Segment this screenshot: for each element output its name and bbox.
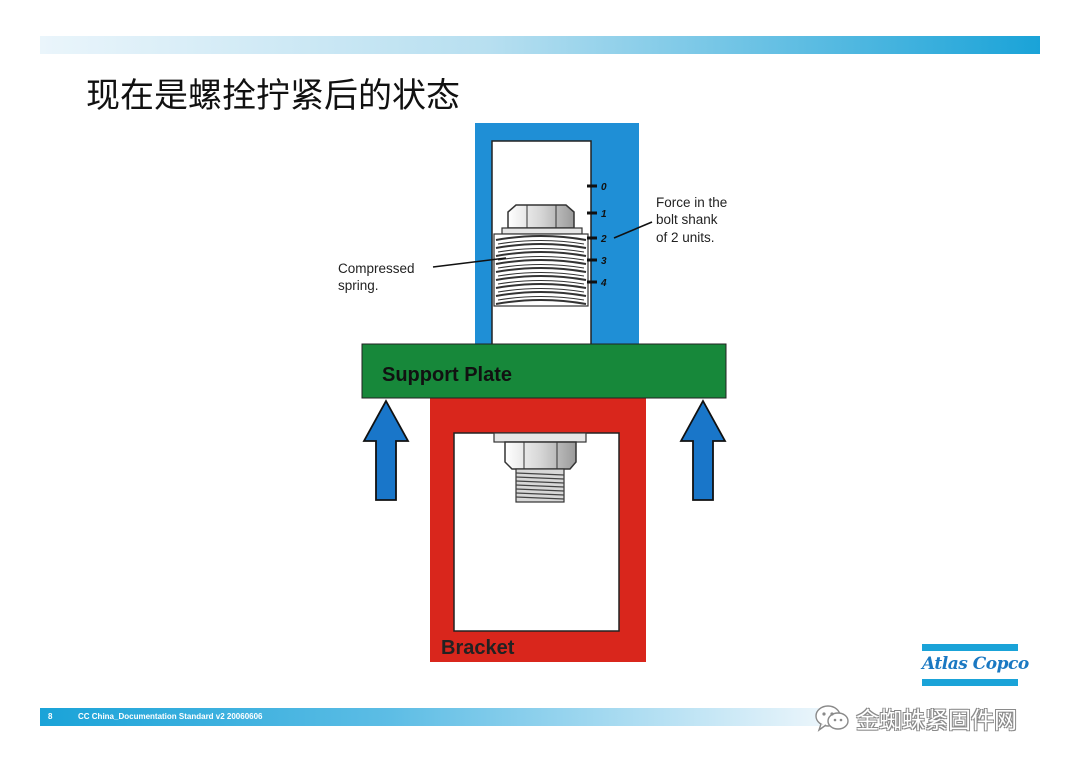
scale-mark-0: 0 [601, 182, 607, 193]
atlas-copco-logo: Atlas Copco [922, 644, 1029, 686]
force-label-line1: Force in the [656, 195, 727, 210]
scale-mark-4: 4 [600, 278, 607, 289]
support-plate-label: Support Plate [382, 364, 512, 386]
spring-callout-line [432, 257, 507, 268]
support-plate: Support Plate [361, 343, 727, 399]
watermark: 金蜘蛛紧固件网 [814, 702, 1017, 734]
bracket: Bracket [430, 388, 646, 662]
footer-text: CC China_Documentation Standard v2 20060… [78, 712, 263, 721]
scale-mark-2: 2 [600, 234, 607, 245]
right-upward-arrow [679, 399, 727, 501]
force-scale [587, 184, 597, 284]
spring-label-line2: spring. [338, 278, 379, 293]
force-label-line2: bolt shank [656, 212, 718, 227]
page-number: 8 [48, 712, 53, 721]
bolt-head [501, 204, 583, 235]
logo-text: Atlas Copco [922, 654, 1029, 674]
footer-gradient-bar [40, 708, 820, 726]
scale-mark-3: 3 [601, 256, 607, 267]
wechat-icon [815, 705, 849, 732]
logo-stripe-top [922, 644, 1018, 651]
logo-stripe-bottom [922, 679, 1018, 686]
force-label-line3: of 2 units. [656, 230, 715, 245]
bracket-label: Bracket [441, 637, 515, 659]
nut [493, 432, 587, 470]
header-gradient-bar [40, 36, 1040, 54]
slide-title: 现在是螺拴拧紧后的状态 [86, 76, 460, 116]
watermark-text: 金蜘蛛紧固件网 [856, 707, 1017, 733]
force-callout-line [613, 221, 653, 239]
compressed-spring [493, 233, 589, 307]
scale-mark-1: 1 [601, 209, 607, 220]
spring-label-line1: Compressed [338, 261, 415, 276]
left-upward-arrow [362, 399, 410, 501]
bolt-thread [515, 468, 565, 503]
